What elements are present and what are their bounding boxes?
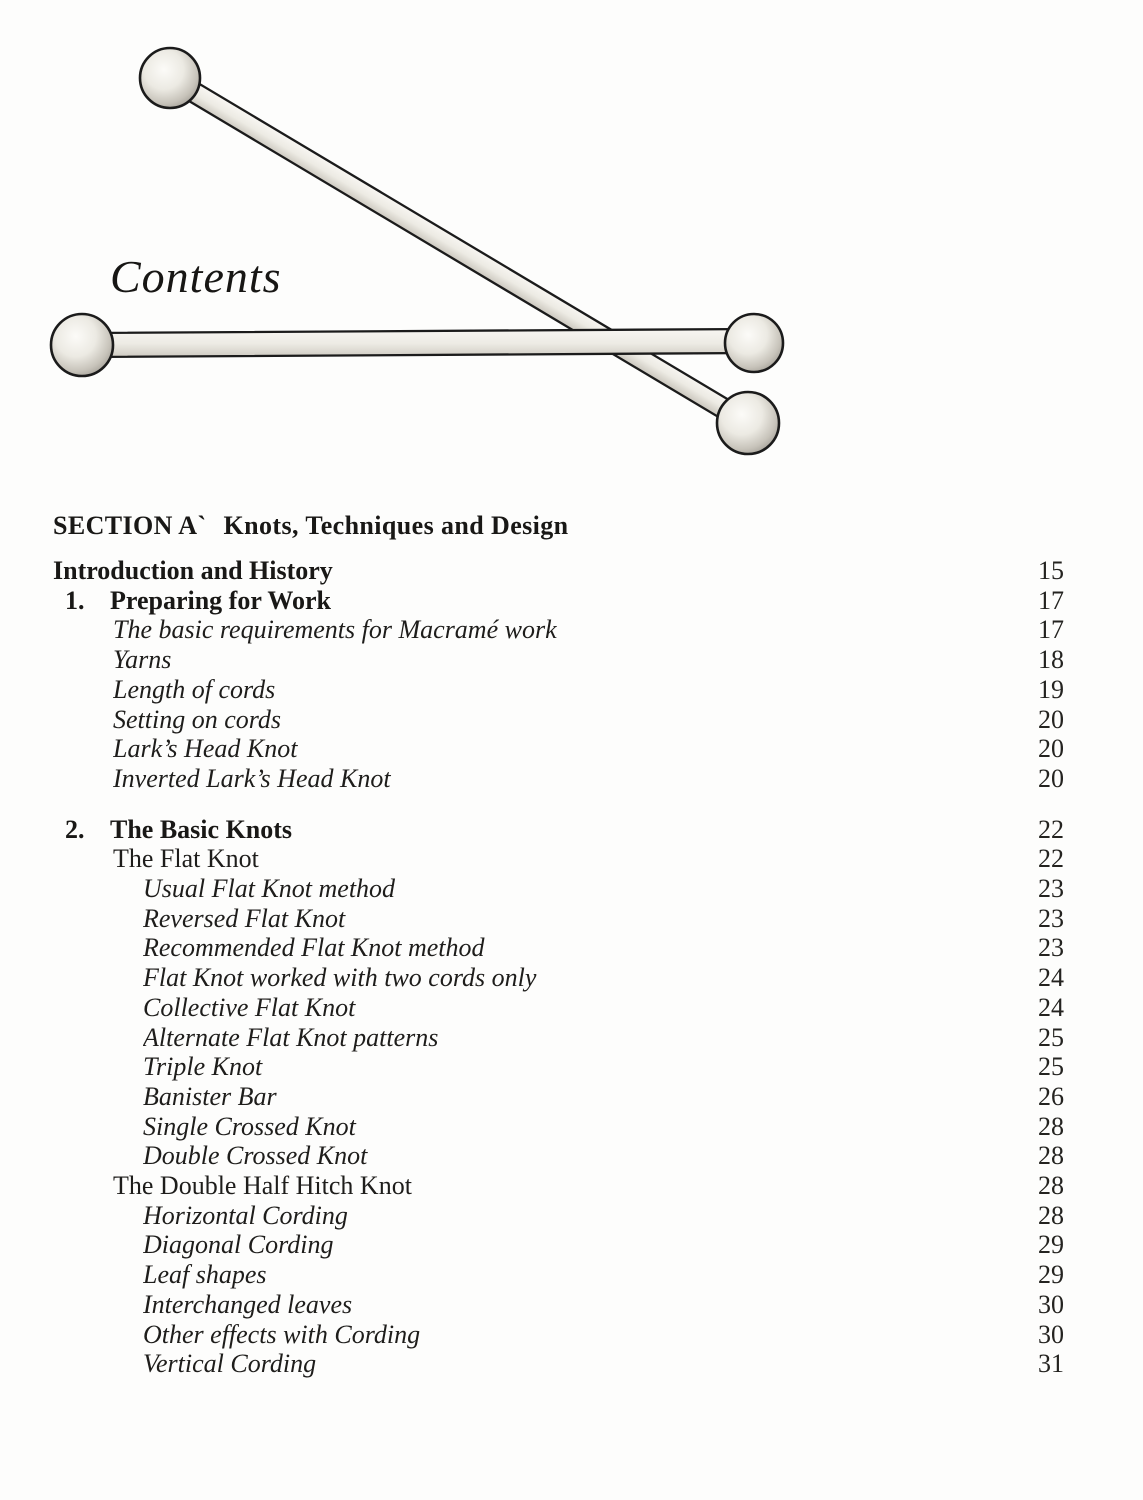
toc-page-number: 25 — [1038, 1052, 1064, 1082]
section-title: Knots, Techniques and Design — [223, 511, 569, 540]
toc-page-number: 20 — [1038, 734, 1064, 764]
toc-row: Interchanged leaves 30 — [53, 1290, 1093, 1320]
dowel-horizontal — [49, 312, 785, 378]
chapter-number: 2. — [65, 814, 85, 844]
toc-page-number: 26 — [1038, 1081, 1064, 1111]
toc-row: Inverted Lark’s Head Knot 20 — [53, 764, 1093, 794]
toc-row: Horizontal Cording 28 — [53, 1201, 1093, 1231]
toc-page-number: 20 — [1038, 763, 1064, 793]
toc-page-number: 23 — [1038, 903, 1064, 933]
dowel-horizontal-shaft — [80, 327, 756, 359]
toc-block: Introduction and History 15 1. Preparing fo… — [53, 556, 1093, 794]
toc-row: Leaf shapes 29 — [53, 1260, 1093, 1290]
toc-entry-title: Inverted Lark’s Head Knot — [113, 763, 391, 793]
toc-page-number: 29 — [1038, 1260, 1064, 1290]
toc-entry-title: Yarns — [113, 645, 172, 675]
toc-page-number: 22 — [1038, 844, 1064, 874]
toc-entry-title: The basic requirements for Macramé work — [113, 615, 557, 645]
toc-entry-title: Alternate Flat Knot patterns — [143, 1022, 439, 1052]
toc-page-number: 28 — [1038, 1171, 1064, 1201]
toc-row: Triple Knot 25 — [53, 1052, 1093, 1082]
toc-entry-title: The Basic Knots — [110, 814, 293, 844]
toc-entry-title: Leaf shapes — [143, 1260, 267, 1290]
section-header: SECTION A` Knots, Techniques and Design — [53, 511, 1093, 541]
toc-entry-title: Setting on cords — [113, 704, 282, 734]
toc-row: 1. Preparing for Work 17 — [53, 586, 1093, 616]
toc-row: Introduction and History 15 — [53, 556, 1093, 586]
toc-entry-title: Diagonal Cording — [143, 1230, 334, 1260]
toc-entry-title: Reversed Flat Knot — [143, 903, 346, 933]
page-title: Contents — [110, 251, 282, 302]
toc-page-number: 20 — [1038, 704, 1064, 734]
toc-row: The basic requirements for Macramé work 1… — [53, 615, 1093, 645]
toc-entry-title: Lark’s Head Knot — [113, 734, 298, 764]
toc-row: Single Crossed Knot 28 — [53, 1112, 1093, 1142]
toc-entry-title: Double Crossed Knot — [143, 1141, 368, 1171]
toc-row: Alternate Flat Knot patterns 25 — [53, 1023, 1093, 1053]
toc-page-number: 19 — [1038, 674, 1064, 704]
dowel-diagonal-ball-top — [138, 46, 202, 110]
toc-page-number: 28 — [1038, 1141, 1064, 1171]
toc-row: Yarns 18 — [53, 645, 1093, 675]
toc-row: Collective Flat Knot 24 — [53, 993, 1093, 1023]
toc-page-number: 29 — [1038, 1230, 1064, 1260]
toc-row: The Flat Knot 22 — [53, 844, 1093, 874]
toc-page-number: 22 — [1038, 814, 1064, 844]
toc-row: Vertical Cording 31 — [53, 1349, 1093, 1379]
toc-page-number: 25 — [1038, 1022, 1064, 1052]
dowel-horizontal-ball-left — [49, 312, 115, 378]
toc-row: Length of cords 19 — [53, 675, 1093, 705]
toc-entry-title: Interchanged leaves — [143, 1289, 353, 1319]
toc-entry-title: Preparing for Work — [110, 585, 331, 615]
toc-page-number: 31 — [1038, 1349, 1064, 1379]
toc-page-number: 28 — [1038, 1200, 1064, 1230]
toc-entry-title: Flat Knot worked with two cords only — [143, 963, 537, 993]
toc-row: Setting on cords 20 — [53, 705, 1093, 735]
toc-row: Flat Knot worked with two cords only 24 — [53, 963, 1093, 993]
chapter-number: 1. — [65, 585, 85, 615]
crossed-dowels-illustration — [49, 46, 785, 456]
toc-entry-title: Usual Flat Knot method — [143, 874, 396, 904]
toc-entry-title: Horizontal Cording — [143, 1200, 348, 1230]
toc-row: Double Crossed Knot 28 — [53, 1141, 1093, 1171]
toc-entry-title: The Flat Knot — [113, 844, 259, 874]
toc-list: Introduction and History 15 1. Preparing fo… — [53, 556, 1093, 1379]
toc-page-number: 17 — [1038, 585, 1064, 615]
toc-page-number: 24 — [1038, 992, 1064, 1022]
toc-entry-title: Banister Bar — [143, 1081, 277, 1111]
toc-page-number: 28 — [1038, 1111, 1064, 1141]
toc-row: Lark’s Head Knot 20 — [53, 734, 1093, 764]
toc-row: Reversed Flat Knot 23 — [53, 904, 1093, 934]
toc-page-number: 23 — [1038, 874, 1064, 904]
toc-page-number: 30 — [1038, 1319, 1064, 1349]
toc-row: Other effects with Cording 30 — [53, 1320, 1093, 1350]
toc-page-number: 18 — [1038, 645, 1064, 675]
section-label: SECTION A` — [53, 511, 207, 540]
toc-entry-title: Recommended Flat Knot method — [143, 933, 485, 963]
toc-entry-title: Vertical Cording — [143, 1349, 317, 1379]
toc-entry-title: Introduction and History — [53, 556, 333, 585]
toc-page-number: 24 — [1038, 963, 1064, 993]
toc-row: Usual Flat Knot method 23 — [53, 874, 1093, 904]
toc-row: Banister Bar 26 — [53, 1082, 1093, 1112]
dowel-horizontal-ball-right — [723, 312, 785, 374]
toc-page-number: 30 — [1038, 1289, 1064, 1319]
toc-row: Recommended Flat Knot method 23 — [53, 933, 1093, 963]
toc-row: The Double Half Hitch Knot 28 — [53, 1171, 1093, 1201]
toc-page-number: 17 — [1038, 615, 1064, 645]
toc-entry-title: The Double Half Hitch Knot — [113, 1171, 412, 1201]
toc-row: 2. The Basic Knots 22 — [53, 815, 1093, 845]
toc-entry-title: Single Crossed Knot — [143, 1111, 356, 1141]
toc-row: Diagonal Cording 29 — [53, 1230, 1093, 1260]
toc-page-number: 15 — [1038, 556, 1064, 585]
toc-entry-title: Collective Flat Knot — [143, 992, 356, 1022]
dowel-diagonal-ball-bottom — [715, 390, 781, 456]
toc-entry-title: Triple Knot — [143, 1052, 263, 1082]
toc-entry-title: Length of cords — [113, 674, 276, 704]
toc-entry-title: Other effects with Cording — [143, 1319, 421, 1349]
toc-page-number: 23 — [1038, 933, 1064, 963]
toc-section: SECTION A` Knots, Techniques and Design I… — [53, 511, 1093, 1379]
